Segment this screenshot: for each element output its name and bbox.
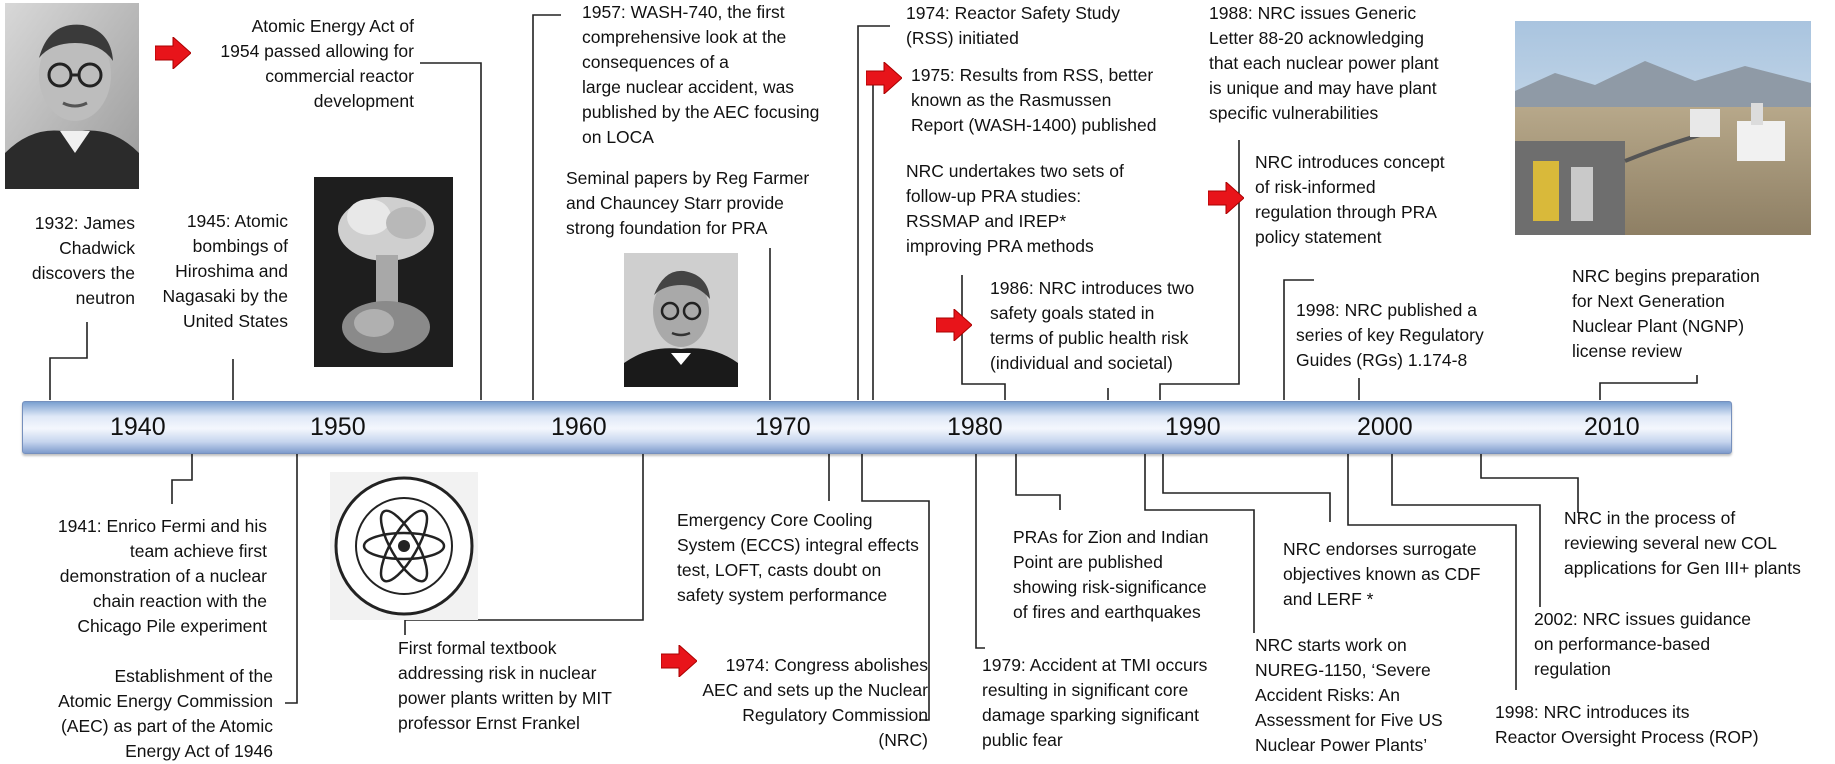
year-label-1980: 1980 xyxy=(947,413,1003,441)
connector-abolish xyxy=(861,453,930,721)
year-label-1960: 1960 xyxy=(551,413,607,441)
arrow-goals1986-icon xyxy=(936,309,972,341)
connector-nureg xyxy=(1144,453,1255,633)
mushroom-cloud-photo xyxy=(314,177,453,367)
year-label-2010: 2010 xyxy=(1584,413,1640,441)
event-rss1974: 1974: Reactor Safety Study(RSS) initiate… xyxy=(906,3,1121,48)
year-label-1970: 1970 xyxy=(755,413,811,441)
connector-col xyxy=(1480,453,1579,513)
ngnp-plant-rendering xyxy=(1515,21,1811,235)
connector-gl8820 xyxy=(1159,140,1240,400)
timeline-bar xyxy=(22,401,1732,454)
chadwick-portrait xyxy=(5,3,139,189)
arrow-riskinformed-icon xyxy=(1208,182,1244,214)
connector-fermi xyxy=(171,453,193,504)
connector-rop xyxy=(1347,453,1517,690)
year-label-1990: 1990 xyxy=(1165,413,1221,441)
connector-riskinformed xyxy=(1283,279,1314,400)
starr-portrait xyxy=(624,253,738,387)
year-label-2000: 2000 xyxy=(1357,413,1413,441)
connector-rss1975 xyxy=(872,79,890,400)
year-label-1950: 1950 xyxy=(310,413,366,441)
connector-aea1954 xyxy=(420,62,482,400)
connector-wash740 xyxy=(532,14,561,400)
connector-chadwick xyxy=(49,322,88,400)
aec-seal xyxy=(330,472,478,620)
arrow-rss1975-icon xyxy=(866,62,902,94)
connector-cdf xyxy=(1162,453,1331,522)
connector-textbook xyxy=(404,453,644,635)
connector-aec xyxy=(285,453,298,704)
connector-zion xyxy=(1015,453,1061,510)
connector-tmi xyxy=(975,453,985,649)
connector-ngnp xyxy=(1599,375,1698,400)
connector-rss1974 xyxy=(857,25,890,400)
year-label-1940: 1940 xyxy=(110,413,166,441)
arrow-aea1954-icon xyxy=(155,37,191,69)
arrow-abolish-icon xyxy=(661,645,697,677)
connector-guidance2002 xyxy=(1391,453,1541,607)
